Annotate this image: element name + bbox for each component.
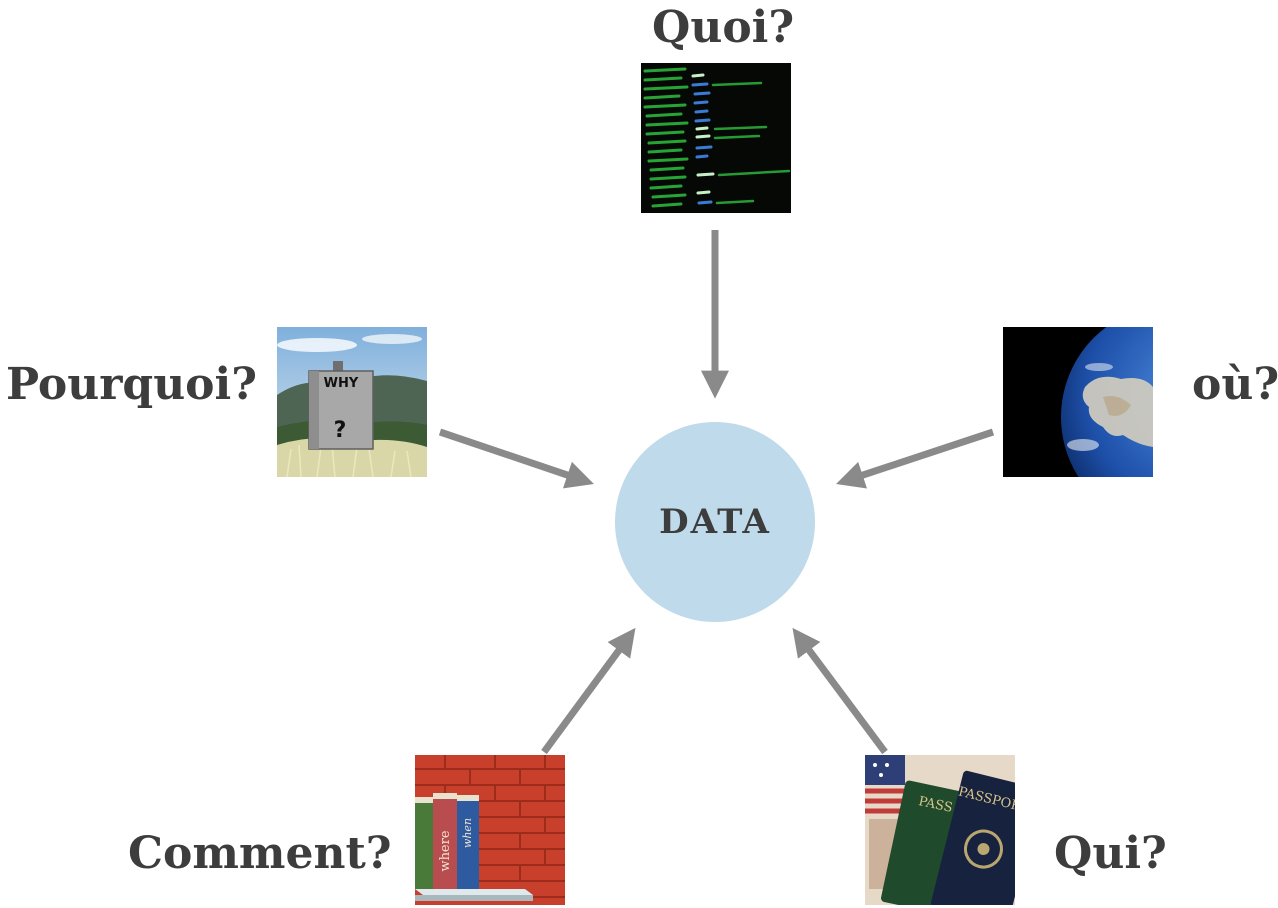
data-center-label: DATA [659,502,771,542]
arrow-qui-to-data [792,627,888,755]
qui-label: Qui? [1054,828,1167,879]
book-spine-when: when [461,818,474,848]
why-sign-text: WHY [324,376,359,391]
quoi-label: Quoi? [652,2,795,53]
terminal-listing-icon [641,63,791,213]
pourquoi-label: Pourquoi? [6,359,258,410]
data-circle [615,422,815,622]
arrow-ou-to-data [836,428,995,489]
comment-label: Comment? [128,828,392,879]
earth-globe-icon [1003,327,1153,477]
arrow-comment-to-data [541,627,636,755]
ou-label: où? [1192,359,1278,410]
arrow-pourquoi-to-data [438,428,594,489]
svg-text:?: ? [334,418,347,443]
svg-text:PASS: PASS [917,794,954,816]
passports-icon: PASS PASSPORT [865,755,1015,905]
book-spine-where: where [438,830,453,871]
why-sign-icon: WHY ? [277,327,427,477]
books-shelf-icon: where when [415,755,565,905]
